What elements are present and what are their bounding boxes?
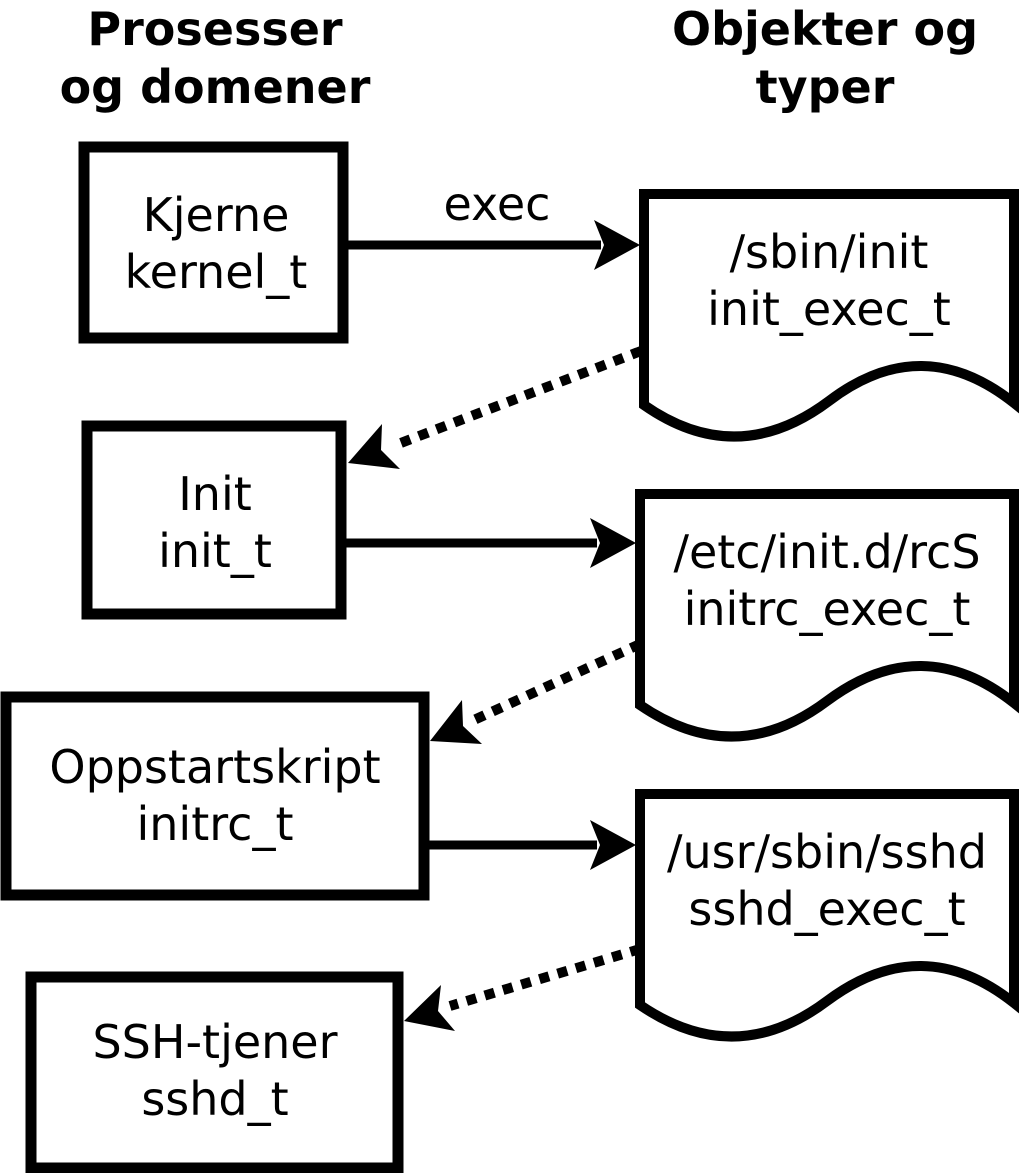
left-column-header-line2: og domener <box>60 60 371 114</box>
process-node-init: Init init_t <box>81 420 347 620</box>
object-node-sshd-exec: /usr/sbin/sshd sshd_exec_t <box>635 789 1019 1042</box>
process-domain-label: kernel_t <box>125 245 308 299</box>
process-name-label: Oppstartskript <box>49 740 380 794</box>
right-column-header-line1: Objekter og <box>672 2 978 56</box>
process-domain-label: init_t <box>158 524 272 578</box>
arrowhead-icon <box>348 424 400 469</box>
process-box <box>25 971 404 1173</box>
process-box <box>81 420 347 620</box>
process-name-label: Kjerne <box>143 188 290 242</box>
arrowhead-icon <box>594 220 640 270</box>
process-box <box>78 141 349 344</box>
dotted-arrow-shaft <box>448 944 642 1011</box>
document-shape-icon <box>639 189 1019 442</box>
arrowhead-icon <box>590 820 636 870</box>
process-domain-label: sshd_t <box>141 1072 288 1126</box>
process-node-initrc: Oppstartskript initrc_t <box>0 691 430 901</box>
object-type-label: initrc_exec_t <box>684 582 971 636</box>
process-name-label: SSH-tjener <box>92 1015 337 1069</box>
arrowhead-icon <box>404 985 455 1031</box>
arrowhead-icon <box>590 518 636 568</box>
transition-arrow-sshd-exec-to-sshd <box>404 944 642 1031</box>
object-node-init-exec: /sbin/init init_exec_t <box>639 189 1019 442</box>
document-shape-icon <box>635 789 1019 1042</box>
exec-arrow-kernel-to-init-exec: exec <box>345 177 640 270</box>
exec-label: exec <box>444 177 551 231</box>
document-shape-icon <box>635 489 1019 742</box>
exec-arrow-initrc-to-sshd-exec <box>424 820 636 870</box>
process-name-label: Init <box>178 467 252 521</box>
object-path-label: /etc/init.d/rcS <box>673 525 980 579</box>
right-column-header-line2: typer <box>756 60 895 114</box>
object-type-label: init_exec_t <box>707 282 951 336</box>
object-type-label: sshd_exec_t <box>688 882 965 936</box>
process-domain-label: initrc_t <box>137 797 294 851</box>
exec-arrow-init-to-initrc-exec <box>341 518 636 568</box>
process-node-kernel: Kjerne kernel_t <box>78 141 349 344</box>
transition-arrow-initrc-exec-to-initrc <box>430 639 643 744</box>
object-node-initrc-exec: /etc/init.d/rcS initrc_exec_t <box>635 489 1019 742</box>
dotted-arrow-shaft <box>471 639 643 725</box>
object-path-label: /sbin/init <box>730 225 929 279</box>
process-node-sshd: SSH-tjener sshd_t <box>25 971 404 1173</box>
arrowhead-icon <box>430 700 482 744</box>
left-column-header-line1: Prosesser <box>87 2 343 56</box>
process-box <box>0 691 430 901</box>
dotted-arrow-shaft <box>391 346 643 451</box>
object-path-label: /usr/sbin/sshd <box>667 825 987 879</box>
transition-arrow-init-exec-to-init <box>348 346 643 469</box>
